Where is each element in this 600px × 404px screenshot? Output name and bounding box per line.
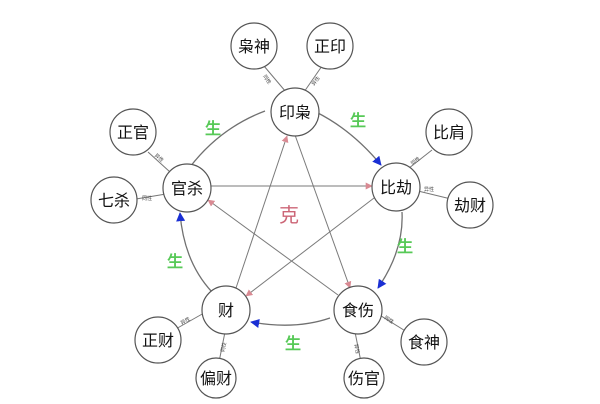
- node-zhengyin-label: 正印: [314, 37, 346, 56]
- spoke-piancai: [218, 331, 226, 363]
- sheng-arc-yinxiao-bijie: [315, 111, 382, 166]
- node-zhengcai-label: 正财: [142, 331, 174, 350]
- spoke-shangguan: [354, 331, 362, 363]
- node-shishen: 食神: [400, 318, 448, 366]
- node-qisha-label: 七杀: [98, 191, 130, 210]
- spoke-label-bijian: 同性: [409, 155, 421, 167]
- ke-line-bijie-cai: [245, 197, 375, 297]
- node-bijian: 比肩: [425, 108, 473, 156]
- sheng-label-bottom: 生: [285, 334, 301, 353]
- spoke-xiaoshen: [263, 65, 287, 93]
- ke-line-cai-yinxiao: [235, 135, 289, 289]
- node-cai-label: 财: [218, 301, 234, 320]
- node-jiecai-label: 劫财: [454, 196, 486, 215]
- sheng-label-top-left: 生: [205, 119, 221, 138]
- node-xiaoshen-label: 枭神: [238, 37, 270, 56]
- node-bijian-label: 比肩: [433, 123, 465, 142]
- sheng-arc-bijie-shishang: [377, 211, 403, 289]
- ke-line-shishang-guansha: [207, 199, 339, 296]
- node-bijie: 比劫: [371, 162, 421, 212]
- sheng-label-top-right: 生: [350, 111, 366, 130]
- node-piancai-label: 偏财: [200, 369, 232, 388]
- spoke-shishen: [377, 313, 408, 333]
- node-jiecai: 劫财: [446, 181, 494, 229]
- spoke-zhengcai: [173, 312, 205, 331]
- node-shishen-label: 食神: [408, 333, 440, 352]
- spoke-label-shangguan: 异性: [352, 343, 361, 354]
- node-zhengguan-label: 正官: [117, 123, 149, 142]
- spoke-jiecai: [417, 190, 452, 200]
- sheng-label-right: 生: [397, 237, 413, 256]
- sheng-arc-shishang-cai: [250, 317, 331, 328]
- node-shangguan-label: 伤官: [348, 369, 380, 388]
- node-yinxiao: 印枭: [270, 87, 320, 137]
- node-zhengcai: 正财: [134, 316, 182, 364]
- spoke-zhengyin: [303, 65, 323, 93]
- spoke-label-shishen: 同性: [383, 314, 395, 325]
- ke-line-yinxiao-shishang: [294, 134, 352, 289]
- node-zhengyin: 正印: [306, 22, 354, 70]
- node-yinxiao-label: 印枭: [279, 103, 311, 122]
- node-zhengguan: 正官: [109, 108, 157, 156]
- node-xiaoshen: 枭神: [230, 22, 278, 70]
- ke-center-label: 克: [279, 203, 299, 227]
- node-cai: 财: [201, 285, 251, 335]
- spoke-label-piancai: 同性: [219, 341, 228, 352]
- node-shangguan: 伤官: [343, 357, 385, 399]
- spoke-label-jiecai: 异性: [424, 186, 434, 193]
- sheng-arc-guansha-yinxiao: [189, 110, 266, 168]
- node-guansha-label: 官杀: [171, 179, 203, 198]
- sheng-label-left: 生: [167, 252, 183, 271]
- node-piancai: 偏财: [195, 357, 237, 399]
- spoke-label-zhengcai: 异性: [179, 315, 191, 326]
- node-shishang: 食伤: [333, 285, 383, 335]
- node-qisha: 七杀: [90, 176, 138, 224]
- spoke-label-xiaoshen: 同性: [261, 73, 272, 85]
- spoke-qisha: [135, 193, 167, 200]
- spoke-label-qisha: 同性: [142, 195, 152, 202]
- node-bijie-label: 比劫: [380, 178, 412, 197]
- node-guansha: 官杀: [162, 163, 212, 213]
- spoke-zhengguan: [147, 151, 171, 173]
- sheng-arc-cai-guansha: [176, 212, 213, 293]
- spoke-label-zhengyin: 异性: [310, 75, 321, 87]
- node-shishang-label: 食伤: [342, 301, 374, 320]
- spoke-label-zhengguan: 异性: [153, 152, 165, 164]
